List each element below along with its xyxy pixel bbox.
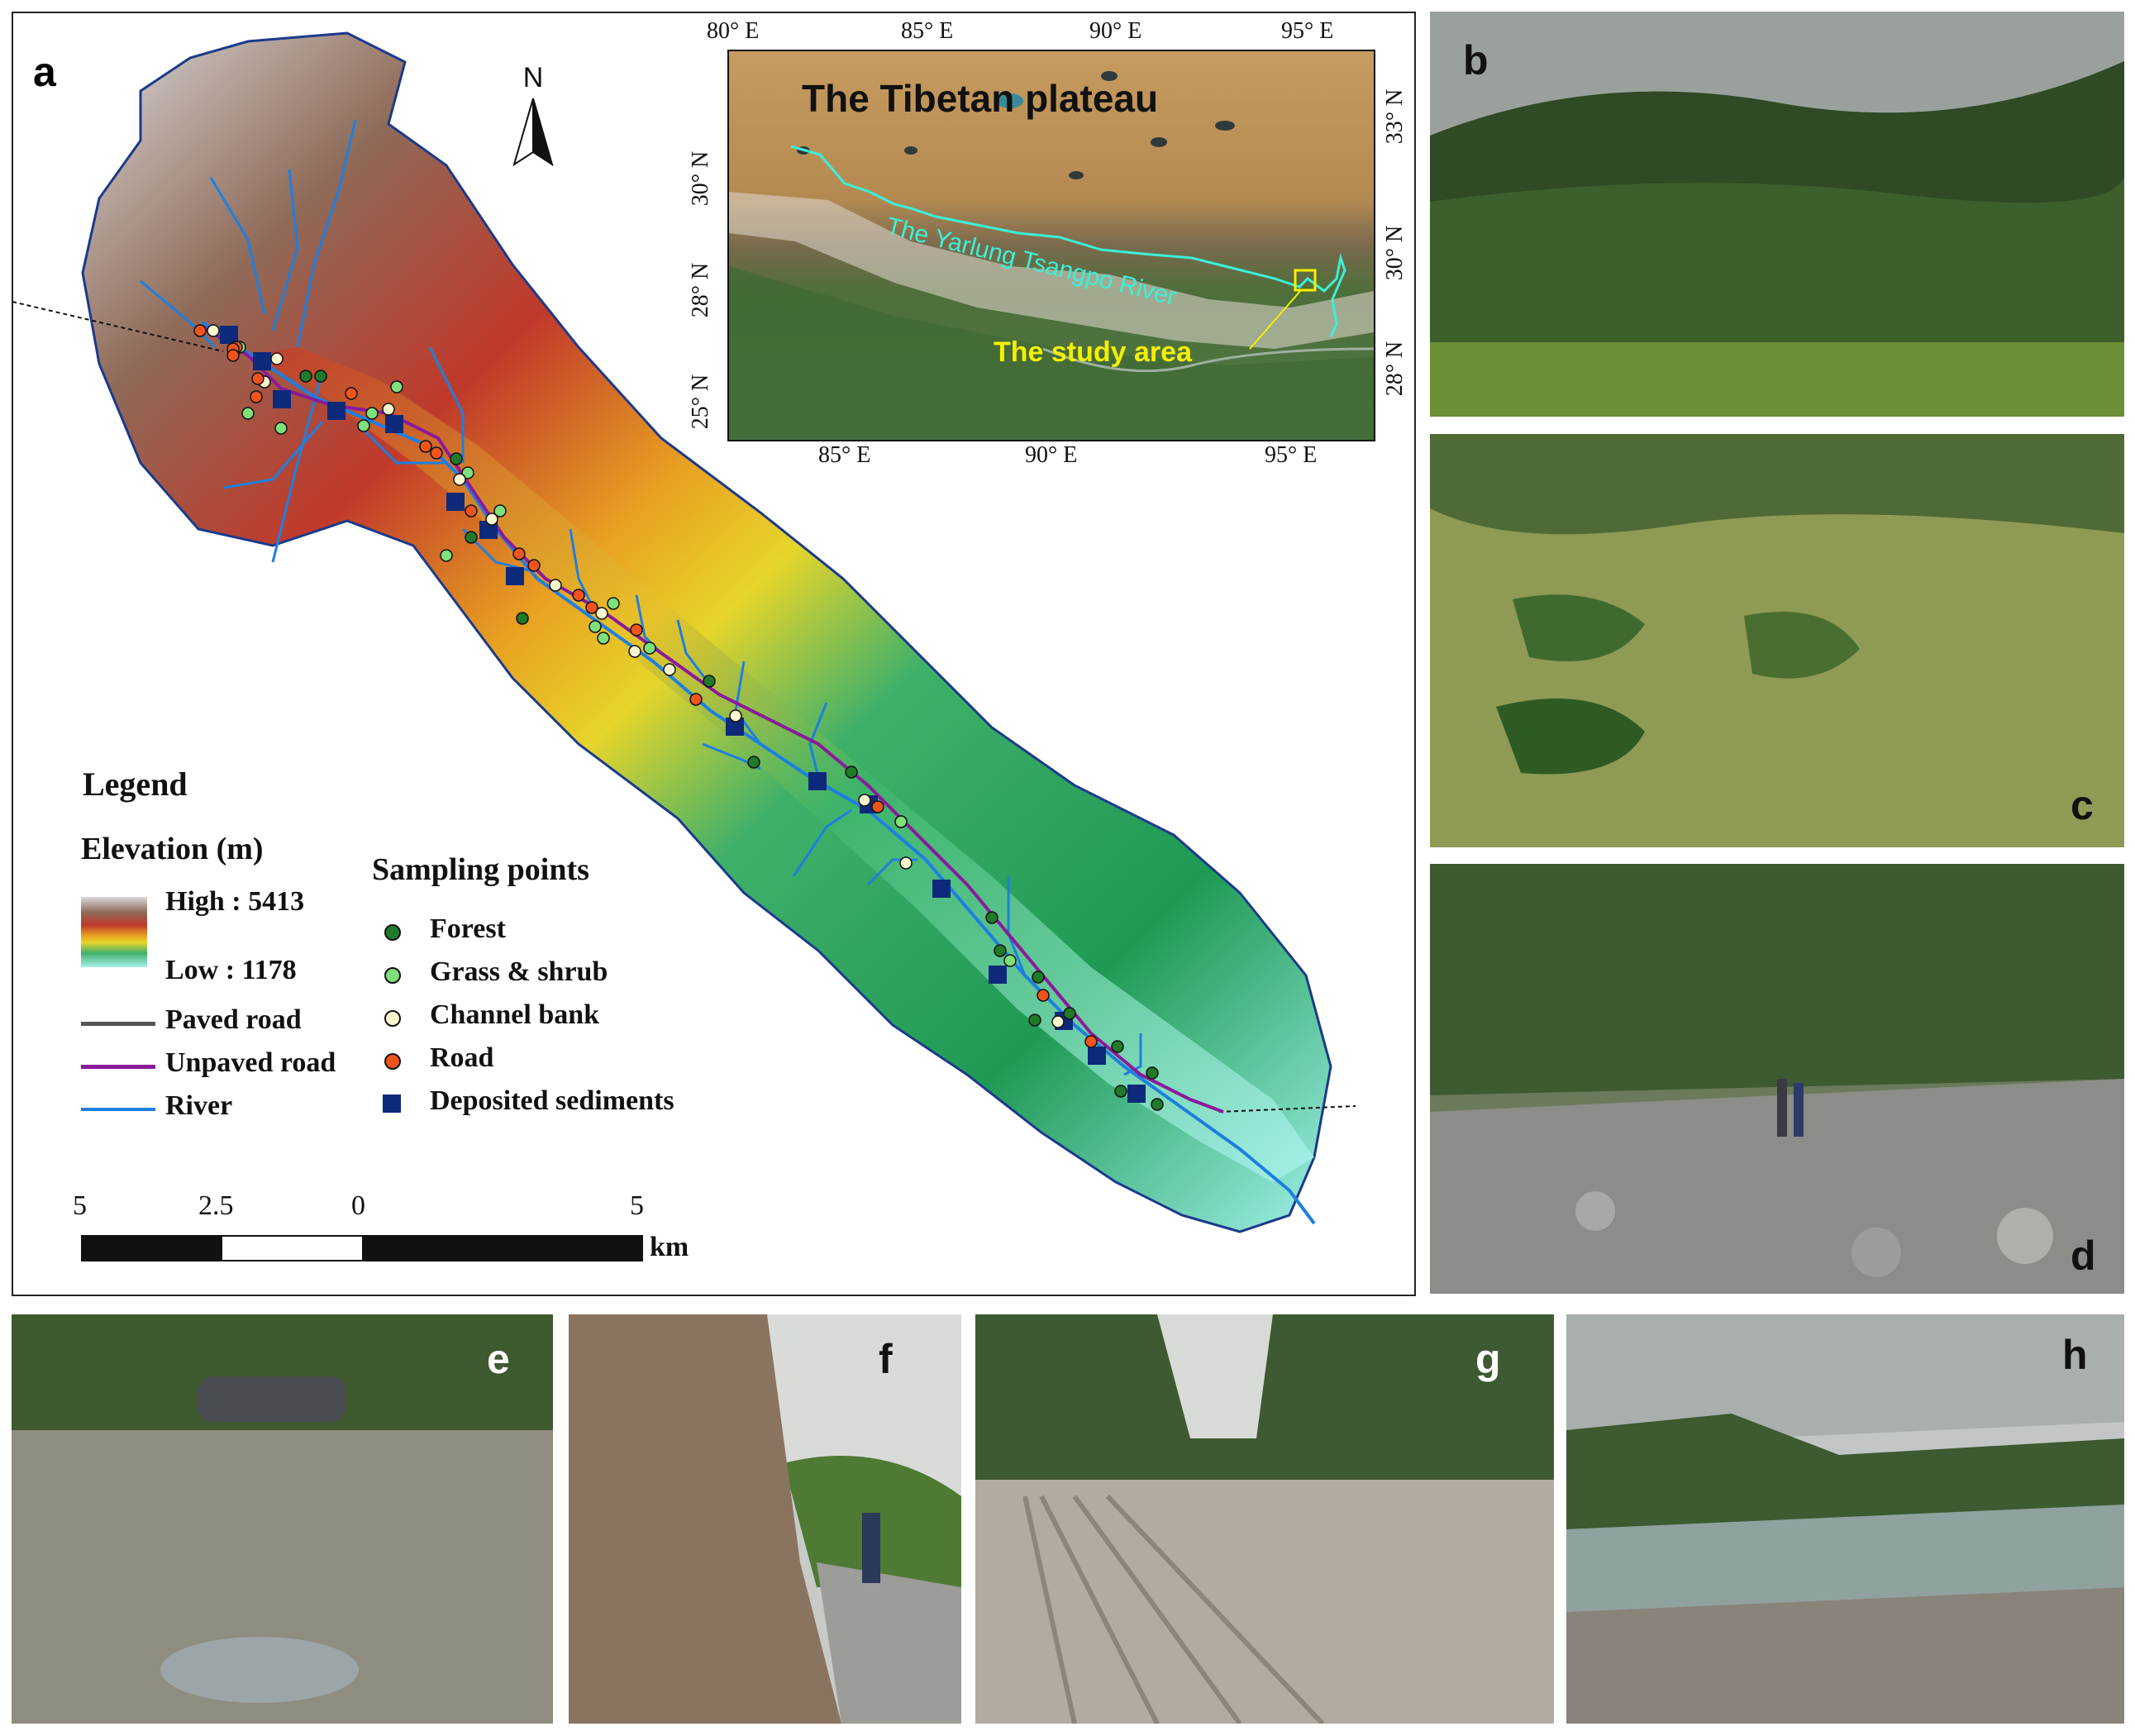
valley-band — [248, 347, 1314, 1182]
scalebar — [81, 1235, 643, 1261]
forest-points — [299, 370, 1164, 1111]
forest-swatch — [384, 924, 401, 941]
deposited-sediments-label: Deposited sediments — [430, 1085, 674, 1116]
scale-tick-2: 2.5 — [198, 1190, 234, 1221]
photo-b-forest: b — [1430, 12, 2124, 417]
inset-bottom-tick-1: 85° E — [818, 442, 871, 468]
panel-a-frame — [12, 12, 1416, 1296]
deposited-sediments-swatch — [383, 1095, 401, 1113]
photo-d-channel-bank: d — [1430, 864, 2124, 1294]
photo-f-roadside-slope: f — [569, 1314, 961, 1724]
panel-d-label: d — [2071, 1233, 2096, 1279]
inset-left-tick-2: 28° N — [688, 262, 714, 318]
unpaved-road-swatch — [81, 1065, 155, 1069]
inset-terrain — [729, 51, 1374, 440]
inset-bottom-tick-2: 90° E — [1025, 442, 1078, 468]
photo-c-grass-shrub: c — [1430, 434, 2124, 847]
inset-title: The Tibetan plateau — [802, 77, 1159, 120]
paved-road-swatch — [81, 1022, 155, 1026]
study-area-leader — [1249, 289, 1302, 350]
inset-map: The Tibetan plateau The Yarlung Tsangpo … — [727, 50, 1375, 441]
inset-left-tick-1: 30° N — [688, 150, 714, 207]
grass-shrub-label: Grass & shrub — [430, 956, 608, 987]
river-swatch — [81, 1108, 155, 1111]
channel-bank-points — [207, 324, 1065, 1028]
scale-tick-1: 5 — [73, 1190, 87, 1221]
elevation-high: High : 5413 — [165, 886, 305, 917]
road-label: Road — [430, 1042, 494, 1073]
photo-h-deposited-sediments: h — [1566, 1314, 2124, 1724]
inset-top-tick-4: 95° E — [1281, 18, 1334, 44]
inset-right-tick-1: 33° N — [1382, 88, 1408, 145]
dashed-line-east — [1218, 1105, 1356, 1113]
road-points — [193, 324, 1098, 1048]
inset-top-tick-3: 90° E — [1089, 18, 1142, 44]
forest-label: Forest — [430, 913, 506, 944]
inset-right-tick-3: 28° N — [1382, 341, 1408, 397]
dashed-line-west — [12, 301, 224, 352]
north-label: N — [522, 62, 544, 93]
study-area-box — [1294, 269, 1317, 292]
yarlung-tsangpo-river — [790, 145, 1346, 337]
scale-tick-4: 5 — [630, 1190, 644, 1221]
inset-study-label: The study area — [994, 336, 1192, 368]
elevation-title: Elevation (m) — [81, 832, 264, 866]
inset-top-tick-1: 80° E — [707, 18, 760, 44]
elevation-low: Low : 1178 — [165, 955, 297, 985]
watershed-map — [12, 31, 1356, 1233]
channel-bank-swatch — [384, 1010, 401, 1027]
photo-g-unpaved-road: g — [975, 1314, 1554, 1724]
scale-tick-3: 0 — [351, 1190, 365, 1221]
panel-e-label: e — [487, 1336, 510, 1382]
panel-c-label: c — [2071, 782, 2094, 828]
inset-top-tick-2: 85° E — [901, 18, 954, 44]
scalebar-unit: km — [650, 1232, 689, 1262]
river-label: River — [165, 1090, 233, 1121]
panel-b-label: b — [1463, 37, 1489, 83]
inset-bottom-tick-3: 95° E — [1265, 442, 1318, 468]
unpaved-road-label: Unpaved road — [165, 1047, 336, 1078]
photo-e-road: e — [12, 1314, 553, 1724]
panel-f-label: f — [879, 1336, 893, 1382]
panel-a-label: a — [33, 49, 56, 95]
grass-shrub-swatch — [384, 967, 401, 984]
inset-left-tick-3: 25° N — [688, 374, 714, 430]
north-arrow: N — [504, 62, 562, 169]
road-swatch — [384, 1053, 401, 1070]
elevation-ramp — [81, 897, 147, 967]
grass-shrub-points — [233, 341, 1017, 967]
inset-right-tick-2: 30° N — [1382, 225, 1408, 281]
sampling-title: Sampling points — [372, 852, 589, 887]
paved-road-label: Paved road — [165, 1004, 302, 1035]
panel-g-label: g — [1475, 1336, 1501, 1382]
north-arrow-icon — [512, 98, 554, 167]
legend-title: Legend — [83, 765, 188, 803]
panel-h-label: h — [2062, 1332, 2088, 1378]
channel-bank-label: Channel bank — [430, 999, 600, 1030]
